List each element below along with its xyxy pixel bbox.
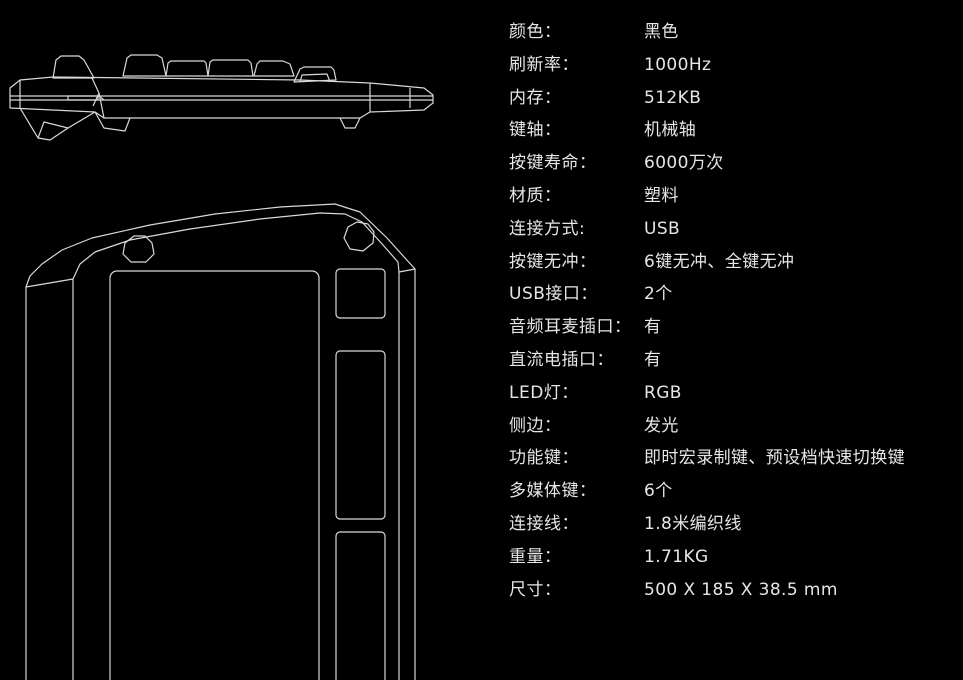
spec-row-side: 侧边： 发光 xyxy=(509,410,959,443)
spec-row-led: LED灯： RGB xyxy=(509,377,959,410)
spec-row-usb-ports: USB接口： 2个 xyxy=(509,278,959,311)
spec-label: 刷新率： xyxy=(509,54,579,75)
spec-value: 512KB xyxy=(644,87,702,108)
keyboard-side-view xyxy=(9,54,434,141)
spec-value: 有 xyxy=(644,349,662,370)
spec-value: 发光 xyxy=(644,415,679,436)
spec-label: 侧边： xyxy=(509,415,562,436)
spec-row-memory: 内存： 512KB xyxy=(509,82,959,115)
spec-value: USB xyxy=(644,218,681,239)
spec-label: 材质： xyxy=(509,185,562,206)
spec-row-material: 材质： 塑料 xyxy=(509,180,959,213)
spec-value: 6个 xyxy=(644,481,673,502)
spec-value: 机械轴 xyxy=(644,120,697,141)
spec-label: 按键寿命： xyxy=(509,153,597,174)
spec-label: 连接线： xyxy=(509,513,579,534)
spec-value: 塑料 xyxy=(644,185,679,206)
spec-row-anti-ghosting: 按键无冲： 6键无冲、全键无冲 xyxy=(509,246,959,279)
spec-value: 500 X 185 X 38.5 mm xyxy=(644,579,838,600)
spec-label: 音频耳麦插口： xyxy=(509,317,632,338)
spec-list: 颜色： 黑色 刷新率： 1000Hz 内存： 512KB 键轴： 机械轴 按键寿… xyxy=(509,16,959,606)
spec-value: 1.8米编织线 xyxy=(644,513,742,534)
spec-label: 连接方式: xyxy=(509,218,586,239)
spec-row-audio-jack: 音频耳麦插口： 有 xyxy=(509,311,959,344)
spec-row-dimensions: 尺寸： 500 X 185 X 38.5 mm xyxy=(509,574,959,607)
spec-label: 键轴： xyxy=(509,120,562,141)
spec-value: 黑色 xyxy=(644,22,679,42)
spec-row-weight: 重量： 1.71KG xyxy=(509,541,959,574)
spec-label: 尺寸： xyxy=(509,579,562,600)
spec-row-connection: 连接方式: USB xyxy=(509,213,959,246)
spec-value: 1000Hz xyxy=(644,54,712,75)
spec-row-color: 颜色： 黑色 xyxy=(509,16,959,49)
spec-row-key-lifespan: 按键寿命： 6000万次 xyxy=(509,147,959,180)
spec-row-media-keys: 多媒体键： 6个 xyxy=(509,475,959,508)
spec-label: 直流电插口： xyxy=(509,349,614,370)
spec-row-dc-jack: 直流电插口： 有 xyxy=(509,344,959,377)
spec-label: 内存： xyxy=(509,87,562,108)
spec-value: 6000万次 xyxy=(644,153,724,174)
spec-label: LED灯： xyxy=(509,382,579,403)
spec-value: RGB xyxy=(644,382,682,403)
spec-label: 功能键： xyxy=(509,448,579,469)
spec-value: 2个 xyxy=(644,284,673,305)
spec-value: 有 xyxy=(644,317,662,338)
spec-label: 多媒体键： xyxy=(509,481,597,502)
spec-label: USB接口： xyxy=(509,284,598,305)
keyboard-plan-view xyxy=(25,203,416,680)
spec-row-cable: 连接线： 1.8米编织线 xyxy=(509,508,959,541)
spec-label: 按键无冲： xyxy=(509,251,597,272)
spec-row-function-keys: 功能键： 即时宏录制键、预设档快速切换键 xyxy=(509,442,959,475)
spec-value: 即时宏录制键、预设档快速切换键 xyxy=(644,448,905,469)
spec-row-refresh-rate: 刷新率： 1000Hz xyxy=(509,49,959,82)
spec-row-switch: 键轴： 机械轴 xyxy=(509,114,959,147)
spec-label: 重量： xyxy=(509,546,562,567)
spec-value: 1.71KG xyxy=(644,546,709,567)
spec-label: 颜色： xyxy=(509,22,562,42)
spec-value: 6键无冲、全键无冲 xyxy=(644,251,795,272)
